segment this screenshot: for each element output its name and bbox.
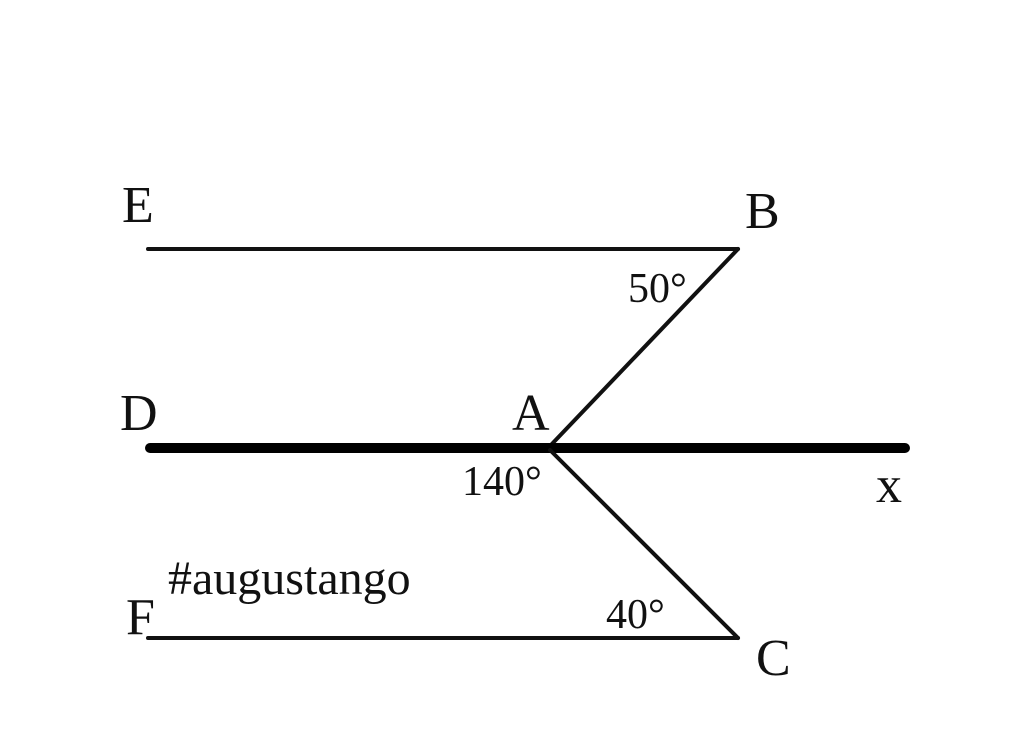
angle-label-C: 40°	[606, 592, 665, 638]
segment-AC	[548, 448, 740, 640]
label-B: B	[745, 183, 780, 240]
angle-label-B: 50°	[628, 266, 687, 312]
label-F: F	[126, 589, 155, 646]
label-D: D	[120, 385, 158, 442]
label-C: C	[756, 630, 791, 687]
label-E: E	[122, 177, 154, 234]
label-A: A	[512, 385, 550, 442]
segment-BA	[548, 247, 740, 448]
hashtag-text: #augustango	[168, 552, 411, 605]
angle-label-A: 140°	[462, 459, 542, 505]
label-x: x	[876, 457, 902, 514]
